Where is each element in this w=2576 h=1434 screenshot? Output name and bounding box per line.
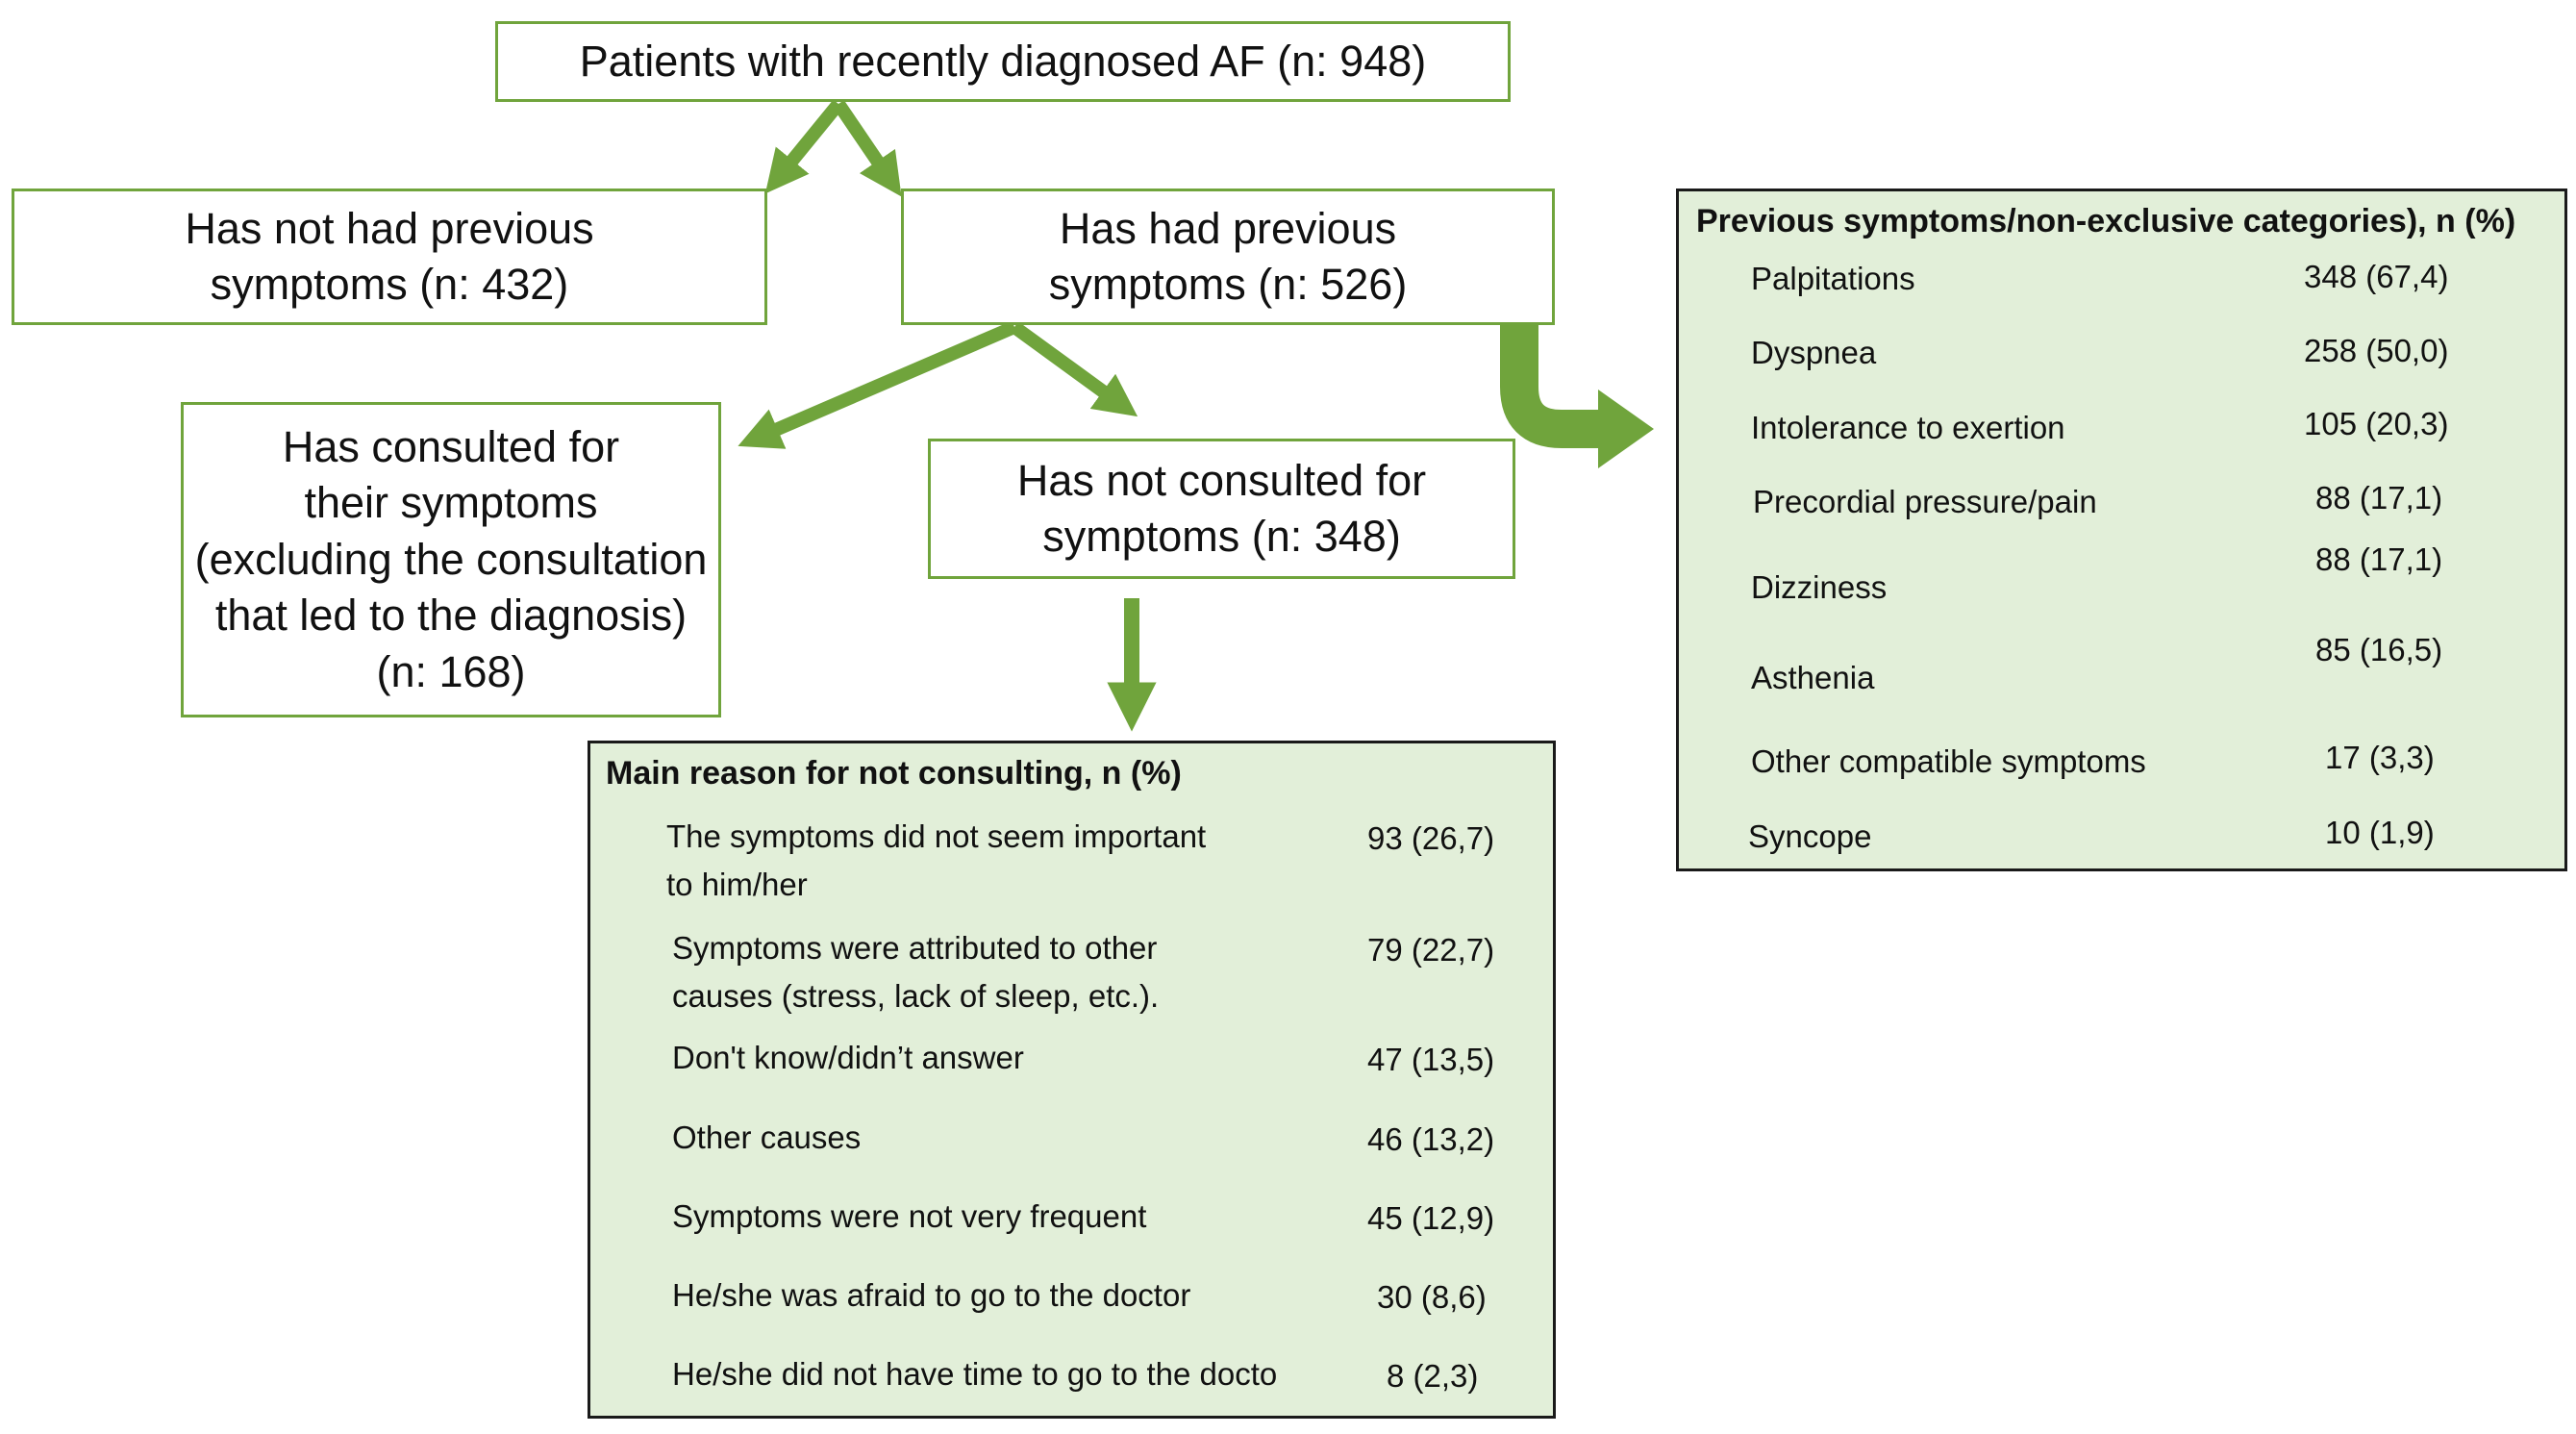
- reason-label: Don't know/didn’t answer: [672, 1040, 1024, 1075]
- arrow-had-to-consulted: [738, 320, 1017, 449]
- symptom-label: Dyspnea: [1751, 335, 1877, 370]
- reasons-title: Main reason for not consulting, n (%): [606, 755, 1182, 792]
- reason-value: 79 (22,7): [1367, 932, 1495, 968]
- symptom-value: 17 (3,3): [2325, 740, 2435, 775]
- reason-value: 30 (8,6): [1377, 1279, 1487, 1315]
- node-not-consulted: Has not consulted for symptoms (n: 348): [928, 439, 1515, 579]
- node-consulted: Has consulted for their symptoms (exclud…: [181, 402, 721, 717]
- reason-label: Other causes: [672, 1120, 862, 1155]
- reason-label: He/she was afraid to go to the doctor: [672, 1277, 1191, 1313]
- arrow-had-to-symptoms-head: [1598, 390, 1654, 468]
- node-had-symptoms: Has had previous symptoms (n: 526): [901, 189, 1555, 325]
- symptom-value: 258 (50,0): [2304, 333, 2449, 368]
- symptom-label: Other compatible symptoms: [1751, 743, 2146, 779]
- symptom-label: Asthenia: [1751, 660, 1875, 695]
- arrow-had-to-symptoms: [1500, 325, 1598, 448]
- arrow-root-to-no-symptoms: [764, 99, 844, 194]
- symptoms-panel: Previous symptoms/non-exclusive categori…: [1676, 189, 2567, 871]
- node-no-symptoms: Has not had previous symptoms (n: 432): [12, 189, 767, 325]
- symptom-value: 85 (16,5): [2315, 632, 2443, 667]
- symptom-value: 10 (1,9): [2325, 815, 2435, 850]
- reason-label: The symptoms did not seem important to h…: [666, 818, 1207, 902]
- reason-label: He/she did not have time to go to the do…: [672, 1356, 1278, 1392]
- symptoms-title: Previous symptoms/non-exclusive categori…: [1696, 203, 2516, 239]
- reason-label: Symptoms were not very frequent: [672, 1198, 1147, 1234]
- reason-value: 8 (2,3): [1387, 1358, 1479, 1394]
- reason-value: 46 (13,2): [1367, 1121, 1495, 1157]
- symptom-value: 105 (20,3): [2304, 406, 2449, 441]
- reason-value: 47 (13,5): [1367, 1042, 1495, 1077]
- arrow-had-to-not-consulted: [1010, 321, 1138, 417]
- symptom-label: Intolerance to exertion: [1751, 410, 2065, 445]
- symptom-label: Dizziness: [1751, 569, 1888, 605]
- symptom-value: 348 (67,4): [2304, 259, 2449, 294]
- reason-label: Symptoms were attributed to other causes…: [672, 930, 1160, 1014]
- symptom-value: 88 (17,1): [2315, 541, 2443, 577]
- symptom-value: 88 (17,1): [2315, 480, 2443, 516]
- reason-value: 45 (12,9): [1367, 1200, 1495, 1236]
- reason-value: 93 (26,7): [1367, 820, 1495, 856]
- node-root: Patients with recently diagnosed AF (n: …: [495, 21, 1511, 102]
- symptom-label: Precordial pressure/pain: [1753, 484, 2097, 519]
- arrow-root-to-had-symptoms: [833, 100, 902, 197]
- reasons-panel: Main reason for not consulting, n (%) Th…: [588, 741, 1556, 1419]
- symptom-label: Palpitations: [1751, 261, 1915, 296]
- symptom-label: Syncope: [1748, 818, 1872, 854]
